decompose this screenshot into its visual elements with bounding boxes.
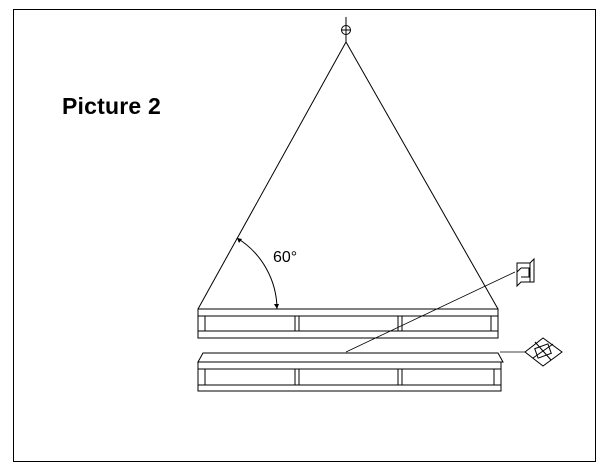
no-stacking-symbol-icon	[524, 337, 563, 367]
left-sling	[197, 41, 347, 310]
right-sling	[345, 41, 499, 310]
angle-indicator	[236, 237, 279, 310]
crane-hook-icon	[341, 17, 351, 42]
upper-pallet	[197, 308, 499, 339]
figure-frame	[13, 9, 596, 462]
lower-pallet	[197, 352, 504, 392]
angle-label: 60°	[273, 249, 297, 266]
figure-title: Picture 2	[62, 93, 161, 119]
pallet-clamp-symbol-icon	[516, 257, 535, 288]
clamp-leader-line	[345, 271, 516, 353]
